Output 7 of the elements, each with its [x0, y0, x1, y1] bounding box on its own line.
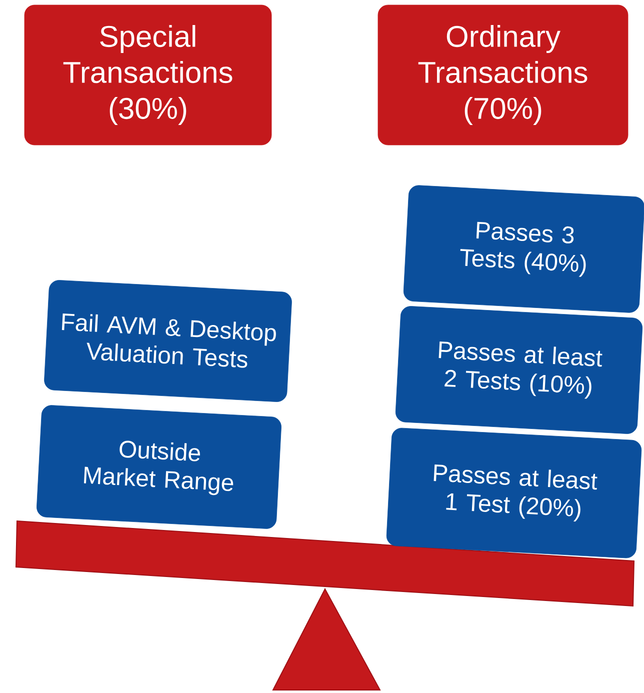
category-box: Ordinary Transactions (70%) [378, 4, 628, 146]
test-box: Passes 3 Tests (40%) [403, 185, 644, 313]
test-box: Outside Market Range [36, 405, 282, 529]
test-box: Passes at least 1 Test (20%) [386, 428, 642, 558]
category-box: Special Transactions (30%) [24, 4, 272, 146]
test-box: Passes at least 2 Tests (10%) [395, 306, 643, 434]
test-box: Fail AVM & Desktop Valuation Tests [44, 280, 292, 402]
